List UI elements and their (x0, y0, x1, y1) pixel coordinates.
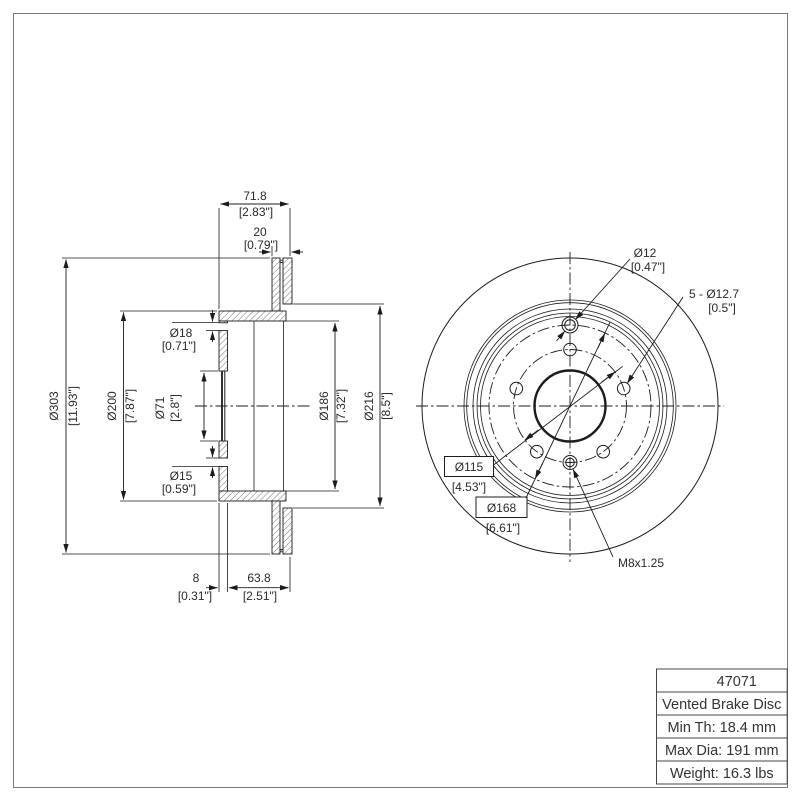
dim-lug-holes-in: [0.5"] (708, 301, 736, 315)
outer-plate-bottom (271, 500, 281, 555)
part-description: Vented Brake Disc (662, 697, 781, 713)
max-diameter: Max Dia: 191 mm (665, 743, 779, 759)
dim-friction-id-in: [7.32"] (334, 389, 348, 423)
dim-hole-bottom-in: [0.59"] (162, 482, 196, 496)
section-view (195, 256, 312, 556)
dim-access-circle: Ø168 (487, 501, 517, 515)
dim-offset-in: [0.31"] (178, 589, 212, 603)
thread-hole-outer (562, 455, 578, 470)
dim-bolt-circle: Ø115 (455, 460, 484, 474)
dim-hole-bottom: Ø15 (170, 469, 193, 483)
dim-friction-id: Ø186 (317, 391, 331, 421)
dim-bore-dia-in: [2.8"] (168, 394, 182, 422)
hat-wall-top-b (218, 330, 228, 372)
title-block: 47071 Vented Brake Disc Min Th: 18.4 mm … (656, 668, 788, 785)
access-circle-dim-box (475, 496, 528, 518)
hat-wall-bottom-b (218, 466, 228, 492)
lug-hole (563, 342, 577, 357)
dim-total-width-in: [2.83"] (239, 205, 273, 219)
dim-outer-dia: Ø303 (47, 391, 61, 421)
dim-hat-od-in: [8.5"] (379, 392, 393, 420)
dim-inset: 63.8 (247, 571, 271, 585)
dim-ring-thickness-in: [0.79"] (244, 238, 278, 252)
dim-hat-od: Ø216 (362, 391, 376, 421)
bolt-circle-dim-box (444, 456, 494, 477)
thread-callout: M8x1.25 (618, 556, 664, 570)
pin-hole-inner (564, 319, 576, 331)
dim-inset-in: [2.51"] (243, 589, 277, 603)
dim-bore-dia: Ø71 (153, 396, 167, 419)
hat-flange-bottom (218, 490, 287, 502)
title-block-row (656, 760, 788, 785)
pin-hole-outer (561, 316, 579, 334)
front-view: Ø12 [0.47"] 5 - Ø12.7 [0.5"] Ø115 [4.53"… (416, 246, 739, 570)
dim-offset: 8 (193, 571, 200, 585)
min-thickness: Min Th: 18.4 mm (668, 720, 777, 736)
part-number: 47071 (717, 674, 757, 690)
page-border (13, 13, 788, 788)
lug-hole (530, 444, 544, 459)
section-dimension-lines (63, 201, 383, 591)
vent-notch-bottom (280, 551, 283, 556)
inner-plate-bottom (282, 507, 293, 555)
lug-hole (509, 381, 524, 396)
dim-hole-top: Ø18 (170, 326, 193, 340)
dim-total-width: 71.8 (243, 189, 267, 203)
hat-flange-top (218, 310, 287, 322)
dim-lug-holes: 5 - Ø12.7 (689, 287, 739, 301)
section-dimension-labels: 71.8 [2.83"] 20 [0.79"] Ø303 [11.93"] Ø2… (47, 189, 393, 603)
dim-pin-hole: Ø12 (634, 246, 657, 260)
pin-hole-leader (575, 258, 631, 320)
section-extension-lines (62, 208, 384, 592)
dim-outer-dia-in: [11.93"] (66, 386, 80, 426)
dim-ring-thickness: 20 (253, 225, 267, 239)
dim-pin-hole-in: [0.47"] (631, 260, 665, 274)
weight: Weight: 16.3 lbs (670, 766, 774, 782)
thread-hole-inner (565, 457, 575, 468)
hat-wall-bottom-a (218, 440, 228, 459)
dim-access-circle-in: [6.61"] (486, 521, 520, 535)
lug-hole (616, 381, 631, 396)
thread-leader (572, 468, 614, 558)
hat-wall-top-a (218, 320, 228, 324)
dim-flange-dia: Ø200 (105, 391, 119, 421)
dim-bolt-circle-in: [4.53"] (452, 480, 486, 494)
lug-holes-leader (626, 296, 684, 384)
bolt-circle-dim-line (493, 365, 623, 466)
outer-plate-top (271, 257, 281, 312)
dim-hole-top-in: [0.71"] (162, 339, 196, 353)
dim-flange-dia-in: [7.87"] (123, 389, 137, 423)
inner-plate-top (282, 257, 293, 305)
lug-hole (596, 444, 611, 459)
vent-notch-top (280, 256, 283, 261)
